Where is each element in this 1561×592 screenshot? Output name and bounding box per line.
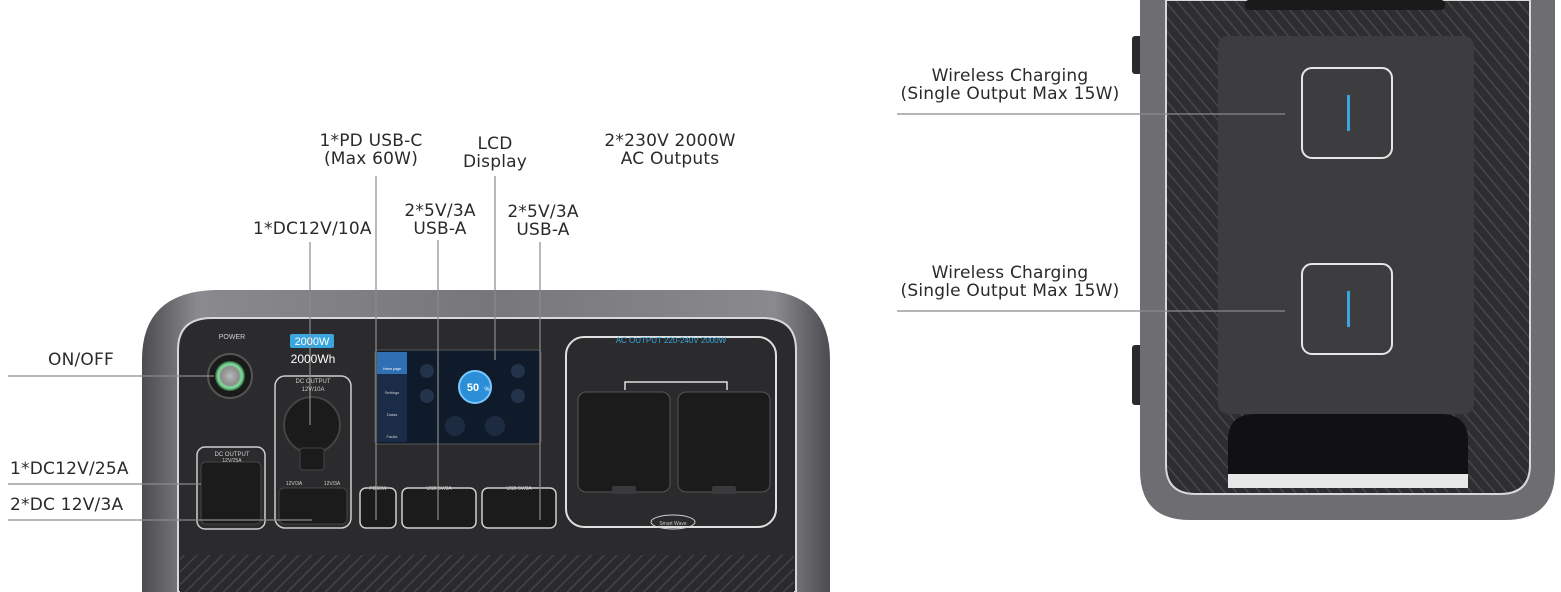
wireless-pad-2-mark xyxy=(1347,291,1350,327)
lcd-menu-active xyxy=(377,352,407,374)
lcd-icon-4 xyxy=(511,389,525,403)
callout-usb-a-2: 2*5V/3A USB-A xyxy=(501,203,585,239)
dc-output-top-label: DC OUTPUT xyxy=(296,379,331,385)
callout-dc-12v-3a: 2*DC 12V/3A xyxy=(10,496,123,514)
power-button[interactable] xyxy=(215,361,245,391)
capacity-badge-bg xyxy=(290,334,334,348)
smart-wave-badge xyxy=(650,514,696,530)
usb-a-label-1: USB 5V/3A xyxy=(426,486,452,492)
callout-lcd: LCD Display xyxy=(454,135,536,171)
callout-usb-a-2-line2: USB-A xyxy=(516,220,570,240)
callout-lcd-line1: LCD xyxy=(477,134,513,154)
top-unit xyxy=(1132,0,1555,520)
wireless-pad-1-mark xyxy=(1347,95,1350,131)
ac-socket-1 xyxy=(577,391,671,493)
dc-25a-outline xyxy=(196,446,266,530)
lcd-battery-unit: % xyxy=(484,387,490,393)
dc-port-label-a: 12V/3A xyxy=(286,481,303,487)
bottom-handle-slot xyxy=(1228,414,1468,474)
lcd-menu-home: Home page xyxy=(383,367,401,371)
callout-usb-a-2-line1: 2*5V/3A xyxy=(507,202,579,222)
ac-socket-2 xyxy=(677,391,771,493)
wireless-pad-2 xyxy=(1301,263,1393,355)
ac-output-group-outline xyxy=(565,336,777,528)
dc-port-label-b: 12V/3A xyxy=(324,481,341,487)
cigarette-socket-cap xyxy=(299,447,325,471)
dc-output-group-outline xyxy=(274,375,352,529)
usb-a-label-2: USB 5V/3A xyxy=(506,486,532,492)
callout-dc-12v-10a-text: 1*DC12V/10A xyxy=(253,219,372,239)
usb-a-port-group-1 xyxy=(401,487,477,529)
top-handle-top xyxy=(1245,0,1445,10)
lcd-battery-percent: 50 xyxy=(467,382,479,394)
callout-dc-12v-25a: 1*DC12V/25A xyxy=(10,460,129,478)
lcd-icon-1 xyxy=(420,364,434,378)
callout-lcd-line2: Display xyxy=(462,152,528,172)
usb-a-port-group-2 xyxy=(481,487,557,529)
callout-usb-a-1-line1: 2*5V/3A xyxy=(404,201,476,221)
callout-pd-usbc-line2: (Max 60W) xyxy=(323,149,419,169)
front-vent-stripes xyxy=(180,555,794,592)
lcd-battery-gauge xyxy=(458,370,492,404)
wireless-pad-area xyxy=(1218,36,1474,414)
bottom-handle-bar xyxy=(1228,474,1468,488)
ac-socket-1-latch xyxy=(612,486,636,494)
callout-wireless-1-line2: (Single Output Max 15W) xyxy=(900,84,1120,104)
callout-on-off: ON/OFF xyxy=(48,351,114,369)
capacity-label: 2000Wh xyxy=(291,352,336,366)
smart-wave-label: Smart Wave xyxy=(659,521,687,527)
power-label: POWER xyxy=(219,334,245,341)
dc-25a-port xyxy=(200,461,262,525)
lcd-menu-datas: Datas xyxy=(387,412,397,417)
callout-pd-usbc: 1*PD USB-C (Max 60W) xyxy=(316,132,426,168)
usbc-port xyxy=(359,487,397,529)
callout-wireless-1-line1: Wireless Charging xyxy=(931,66,1089,86)
callout-dc-12v-3a-text: 2*DC 12V/3A xyxy=(10,495,124,515)
leader-lines xyxy=(8,113,1285,521)
callout-on-off-text: ON/OFF xyxy=(48,350,114,370)
callout-wireless-2-line2: (Single Output Max 15W) xyxy=(900,281,1120,301)
lcd-menu-settings: Settings xyxy=(385,390,399,395)
callout-wireless-2-line1: Wireless Charging xyxy=(931,263,1089,283)
callout-wireless-2: Wireless Charging (Single Output Max 15W… xyxy=(893,264,1127,300)
callout-usb-a-1: 2*5V/3A USB-A xyxy=(398,202,482,238)
dc-12v-3a-ports xyxy=(278,487,348,525)
callout-ac-outputs: 2*230V 2000W AC Outputs xyxy=(599,132,741,168)
ac-bracket xyxy=(624,381,728,390)
dc-output-top-sub: 12V/10A xyxy=(301,387,324,393)
front-unit xyxy=(142,290,830,592)
callout-ac-line2: AC Outputs xyxy=(620,149,720,169)
lcd-icon-3 xyxy=(511,364,525,378)
ac-socket-2-latch xyxy=(712,486,736,494)
lcd-menu-faults: Faults xyxy=(387,434,398,439)
callout-dc-12v-25a-text: 1*DC12V/25A xyxy=(10,459,129,479)
capacity-badge-text: 2000W xyxy=(295,336,330,348)
callout-usb-a-1-line2: USB-A xyxy=(413,219,467,239)
callout-dc-12v-10a: 1*DC12V/10A xyxy=(253,220,372,238)
ac-output-label: AC OUTPUT 220-240V 2000W xyxy=(616,336,727,345)
wireless-pad-1 xyxy=(1301,67,1393,159)
dc-output-left-label: DC OUTPUT xyxy=(215,452,250,458)
callout-ac-line1: 2*230V 2000W xyxy=(604,131,736,151)
dc-output-left-sub: 12V/25A xyxy=(222,458,242,464)
cigarette-socket xyxy=(283,396,341,454)
lcd-ac-toggle xyxy=(485,416,505,436)
usbc-label: PD60W xyxy=(369,486,387,492)
lcd-dc-toggle xyxy=(445,416,465,436)
callout-wireless-1: Wireless Charging (Single Output Max 15W… xyxy=(893,67,1127,103)
callout-pd-usbc-line1: 1*PD USB-C xyxy=(319,131,423,151)
lcd-icon-2 xyxy=(420,389,434,403)
